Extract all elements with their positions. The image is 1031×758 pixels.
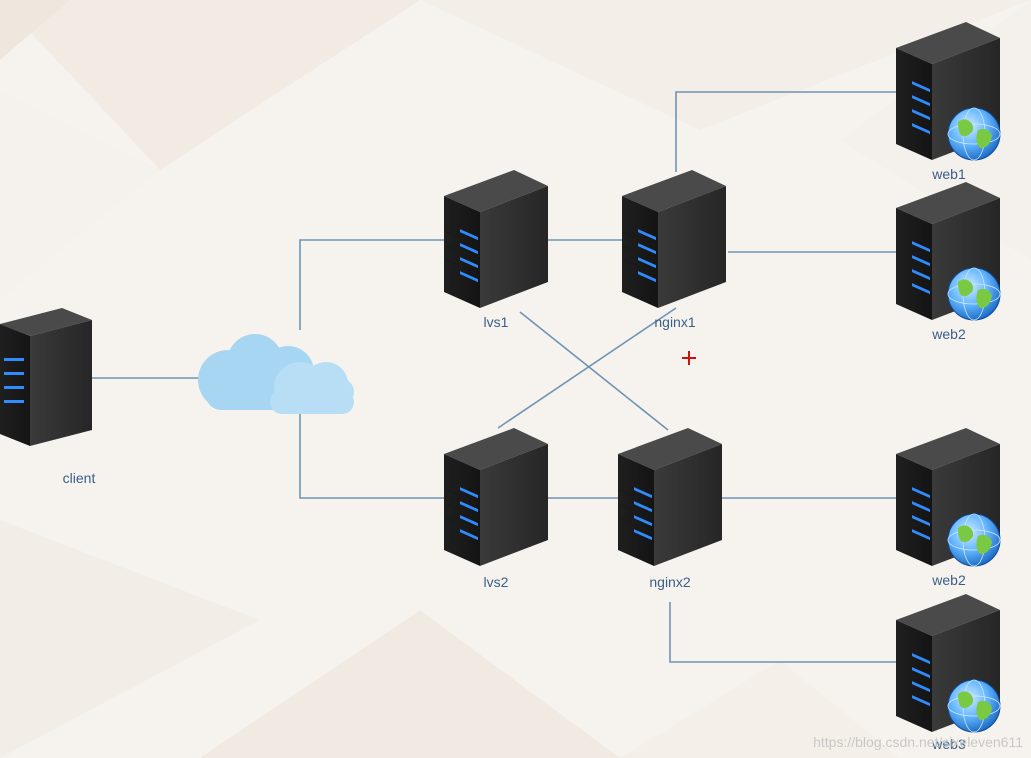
link-cloud-lvs2: [299, 408, 444, 499]
label-web1: web1: [932, 166, 966, 182]
server-client-icon: [0, 308, 92, 446]
globe-icon: [947, 679, 1001, 733]
link-nginx2-web3: [669, 602, 898, 663]
link-cloud-lvs1: [299, 239, 444, 330]
server-web3-icon: [896, 594, 1001, 733]
link-lvs2-nginx1: [497, 307, 677, 429]
link-nginx1-web1: [675, 91, 898, 172]
label-nginx2: nginx2: [649, 574, 691, 590]
globe-icon: [947, 267, 1001, 321]
label-web2-upper: web2: [932, 326, 966, 342]
watermark-text: https://blog.csdn.net/sixeleven611: [813, 734, 1023, 750]
label-lvs1: lvs1: [483, 314, 509, 330]
server-web2b-icon: [896, 428, 1001, 567]
server-nginx2-icon: [618, 428, 722, 566]
server-nginx1-icon: [622, 170, 726, 308]
cloud-icon: [198, 334, 354, 414]
label-lvs2: lvs2: [483, 574, 509, 590]
globe-icon: [947, 513, 1001, 567]
server-lvs1-icon: [444, 170, 548, 308]
connection-lines: [90, 91, 898, 663]
server-web2a-icon: [896, 182, 1001, 321]
crosshair-marker-icon: [682, 351, 696, 365]
server-web1-icon: [896, 22, 1001, 161]
globe-icon: [947, 107, 1001, 161]
label-client: client: [62, 470, 96, 486]
server-lvs2-icon: [444, 428, 548, 566]
label-web2-lower: web2: [932, 572, 966, 588]
link-lvs1-nginx2: [519, 311, 669, 431]
label-nginx1: nginx1: [654, 314, 696, 330]
label-web3: web3: [932, 736, 966, 752]
